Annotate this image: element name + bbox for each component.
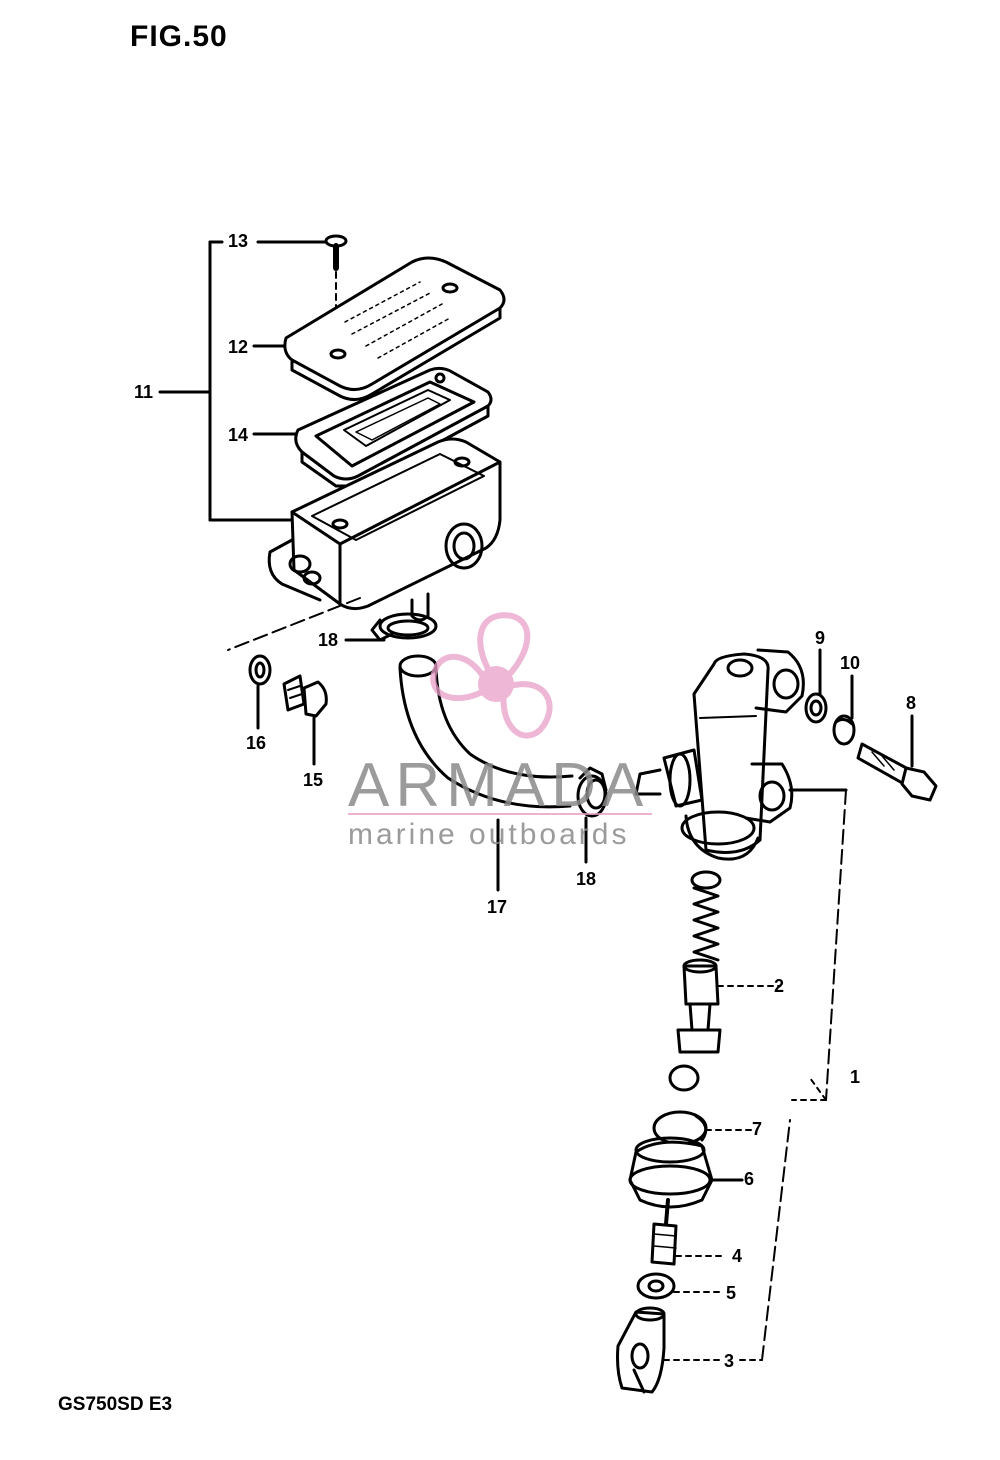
callout-18-lower: 18 <box>576 869 597 889</box>
callout-12: 12 <box>228 337 249 357</box>
diaphragm-plate-14 <box>252 366 493 488</box>
clevis-3 <box>616 1119 791 1394</box>
spring-and-piston-2 <box>676 870 781 1054</box>
pivot-bolt-8 <box>856 714 938 802</box>
bolt-15 <box>282 674 328 766</box>
group-bracket-11 <box>158 240 297 522</box>
watermark-tagline: marine outboards <box>348 818 630 851</box>
hose-clamp-18-lower <box>576 766 608 864</box>
callout-7: 7 <box>752 1119 763 1139</box>
hose-clamp-18-upper <box>344 612 438 642</box>
callout-17: 17 <box>487 897 508 917</box>
retaining-clip-10 <box>832 674 856 746</box>
propeller-logo-icon <box>430 612 553 739</box>
reservoir-body-11 <box>227 437 502 651</box>
washer-9 <box>804 648 828 724</box>
callout-13: 13 <box>228 231 249 251</box>
dust-boot-6 <box>628 1136 744 1209</box>
callout-2: 2 <box>774 976 785 996</box>
callout-8: 8 <box>906 693 917 713</box>
callout-9: 9 <box>815 628 826 648</box>
callout-1: 1 <box>850 1067 861 1087</box>
model-code: GS750SD E3 <box>58 1394 173 1415</box>
callout-4: 4 <box>732 1246 743 1266</box>
washer-16 <box>248 654 272 730</box>
callout-10: 10 <box>840 653 861 673</box>
callout-5: 5 <box>726 1283 737 1303</box>
callout-6: 6 <box>744 1169 755 1189</box>
push-rod-4 <box>650 1198 727 1266</box>
callout-11: 11 <box>134 382 154 402</box>
circlip-7 <box>652 1064 753 1146</box>
reservoir-cap-12 <box>252 256 506 401</box>
reservoir-hose-17 <box>398 654 574 892</box>
lock-nut-5 <box>636 1272 725 1300</box>
callout-16: 16 <box>246 733 267 753</box>
callout-18-upper: 18 <box>318 630 339 650</box>
callout-3: 3 <box>724 1351 735 1371</box>
master-cylinder-body-1 <box>634 648 848 1101</box>
figure-title: FIG.50 <box>130 20 228 53</box>
callout-15: 15 <box>303 770 324 790</box>
callout-14: 14 <box>228 425 249 445</box>
watermark-brand: ARMADA <box>348 751 650 820</box>
